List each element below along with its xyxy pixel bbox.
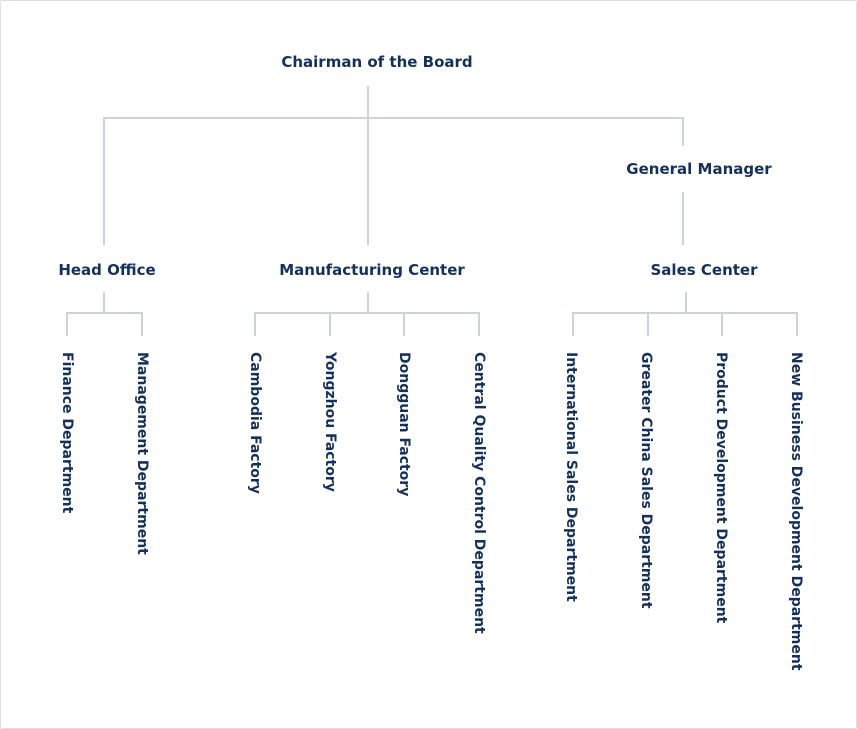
cambodia-factory-node: Cambodia Factory — [247, 352, 263, 494]
management-department-node: Management Department — [134, 352, 150, 555]
product-development-node: Product Development Department — [713, 352, 729, 624]
dongguan-factory-node: Dongguan Factory — [396, 352, 412, 497]
general-manager-node: General Manager — [626, 160, 772, 178]
central-quality-control-node: Central Quality Control Department — [471, 352, 487, 634]
greater-china-sales-node: Greater China Sales Department — [638, 352, 654, 609]
head-office-node: Head Office — [58, 261, 156, 279]
international-sales-node: International Sales Department — [563, 352, 579, 602]
manufacturing-center-node: Manufacturing Center — [279, 261, 465, 279]
sales-center-node: Sales Center — [650, 261, 758, 279]
chairman-node: Chairman of the Board — [281, 53, 473, 71]
yongzhou-factory-node: Yongzhou Factory — [322, 352, 338, 492]
finance-department-node: Finance Department — [59, 352, 75, 514]
new-business-development-node: New Business Development Department — [788, 352, 804, 671]
